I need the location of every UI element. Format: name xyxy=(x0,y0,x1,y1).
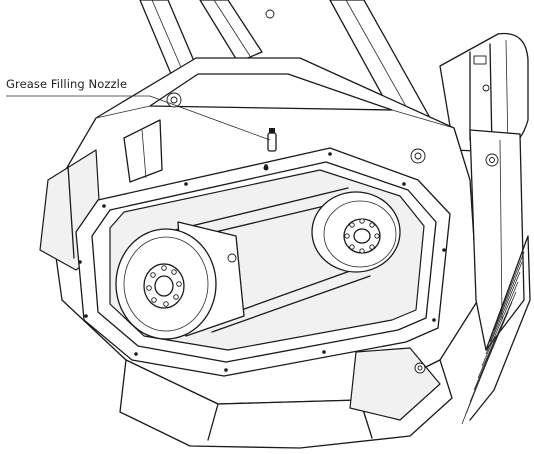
grease-nozzle-label: Grease Filling Nozzle xyxy=(6,77,128,91)
callout-leader xyxy=(6,95,271,141)
base-skirt xyxy=(119,347,453,449)
right-side-panel xyxy=(469,129,525,351)
top-crossbar xyxy=(199,0,275,63)
track-belt xyxy=(461,235,531,425)
driven-pulley xyxy=(311,191,401,273)
grease-nozzle xyxy=(263,128,277,171)
drive-pulley xyxy=(115,221,245,340)
motor-housing xyxy=(439,32,529,153)
